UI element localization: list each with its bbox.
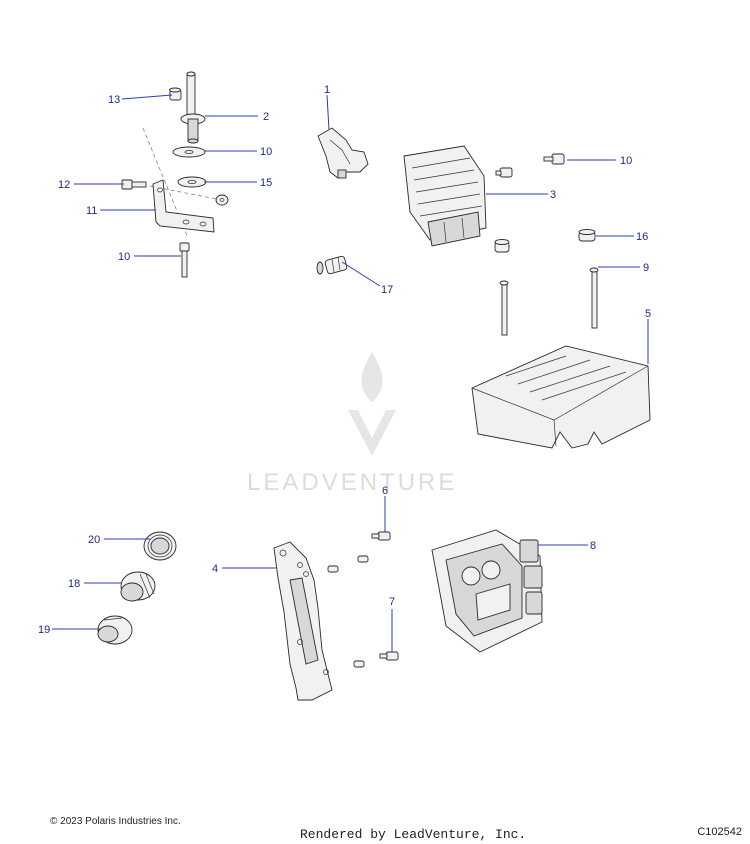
part-5-cover <box>471 345 651 449</box>
part-8-ecu <box>431 529 543 653</box>
callout-14: 13 <box>108 94 120 106</box>
copyright-notice: © 2023 Polaris Industries Inc. <box>50 816 181 827</box>
part-18-socket <box>120 571 156 602</box>
callouts: 13 2 10 15 12 11 10 1 3 10 16 9 17 5 6 8… <box>38 84 651 636</box>
callout-5: 5 <box>645 308 651 320</box>
part-20-ring-nut <box>143 531 177 561</box>
callout-3: 3 <box>550 189 556 201</box>
callout-10-right: 10 <box>620 155 632 167</box>
part-12-nut <box>215 194 229 206</box>
leadventure-logo <box>348 352 396 456</box>
callout-8: 8 <box>590 540 596 552</box>
part-4-bracket-plate <box>273 541 333 701</box>
callout-12: 11 <box>86 205 97 217</box>
callout-2: 2 <box>263 111 269 123</box>
part-17-bulb <box>316 255 348 275</box>
callout-15: 15 <box>260 177 272 189</box>
part-14-nut <box>169 87 182 101</box>
part-15-gasket <box>177 176 207 188</box>
part-4-screws <box>327 555 369 668</box>
watermark-text: LEADVENTURE <box>247 469 457 496</box>
leader-lines <box>52 94 649 652</box>
part-16-grommets <box>494 229 596 253</box>
part-1-sensor <box>317 127 369 179</box>
part-3-regulator <box>403 145 487 247</box>
part-11-gasket <box>172 146 206 158</box>
part-2-sensor <box>180 71 206 144</box>
callout-1: 1 <box>324 84 330 96</box>
part-9-bolts <box>499 267 599 336</box>
watermark: LEADVENTURE <box>247 352 457 496</box>
callout-16: 16 <box>636 231 648 243</box>
callout-10-left: 10 <box>118 251 130 263</box>
callout-11: 10 <box>260 146 272 158</box>
callout-13: 12 <box>58 179 70 191</box>
part-13-bolt <box>121 179 147 190</box>
callout-20: 20 <box>88 534 100 546</box>
part-12-bracket <box>152 179 215 233</box>
part-6-screw <box>371 531 391 541</box>
callout-4: 4 <box>212 563 218 575</box>
callout-6: 6 <box>382 485 388 497</box>
part-7-screw <box>379 651 399 661</box>
part-10-bolt-left <box>179 242 190 278</box>
callout-7: 7 <box>389 596 395 608</box>
callout-19: 19 <box>38 624 50 636</box>
callout-17: 17 <box>381 284 393 296</box>
callout-18: 18 <box>68 578 80 590</box>
part-3-bolts <box>495 153 565 178</box>
callout-9: 9 <box>643 262 649 274</box>
diagram-code: C102542 <box>697 826 742 838</box>
rendered-by-credit: Rendered by LeadVenture, Inc. <box>300 827 527 842</box>
part-19-socket-cap <box>97 615 133 645</box>
